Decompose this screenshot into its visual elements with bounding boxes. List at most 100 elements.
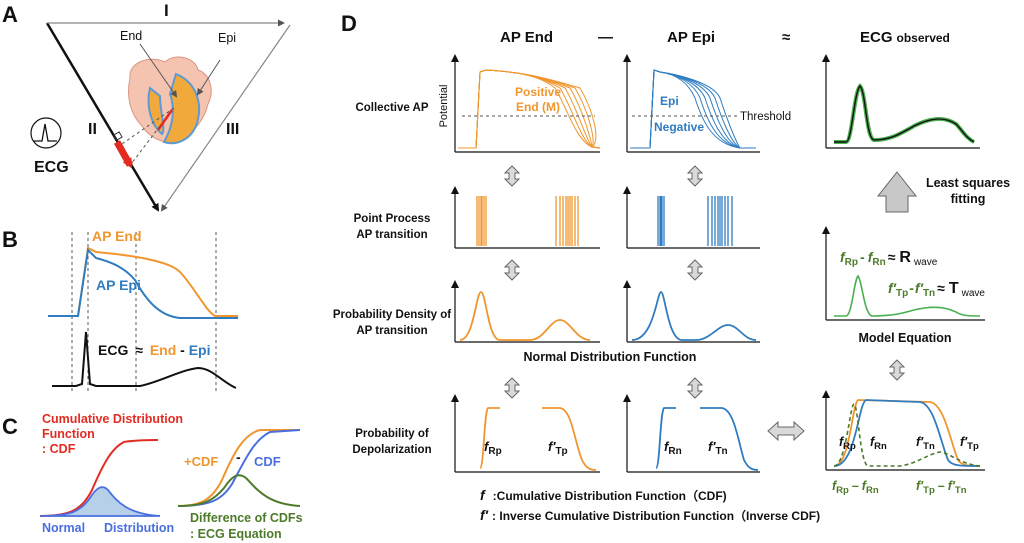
r-eq-minus: - bbox=[860, 249, 865, 265]
collective-ap-end-plot: Potential Positive End (M) bbox=[438, 54, 601, 153]
f-rn-sub: Rn bbox=[668, 446, 681, 457]
f-rp-symbol: f bbox=[484, 439, 490, 454]
legend-inverse-cdf-text: : Inverse Cumulative Distribution Functi… bbox=[492, 508, 820, 523]
double-arrow-icon bbox=[504, 165, 520, 187]
epi-ap-bundle bbox=[630, 69, 756, 149]
point-process-epi-plot bbox=[623, 186, 760, 249]
end-label: End bbox=[120, 29, 142, 43]
col-header-minus: — bbox=[598, 29, 613, 46]
combo-f-tp-symbol: f′ bbox=[960, 435, 968, 449]
epi-pdf-curve bbox=[631, 291, 757, 341]
ecg-eq-epi: Epi bbox=[189, 342, 211, 358]
combo-f-rp-symbol: f bbox=[839, 435, 845, 449]
combo-f-rn: fRn bbox=[870, 435, 887, 452]
col-header-ecg-text: ECG bbox=[860, 29, 893, 46]
col-header-end: AP End bbox=[500, 29, 553, 46]
bottom-diff-t-minus: – bbox=[938, 479, 945, 493]
t-eq-wave: wave bbox=[961, 288, 986, 299]
combo-f-tn: f′Tn bbox=[916, 435, 935, 452]
t-eq-s2: Tn bbox=[923, 288, 935, 299]
ecg-label: ECG bbox=[34, 159, 69, 176]
point-process-end-plot bbox=[451, 186, 600, 249]
bottom-diff-r-f2: f bbox=[862, 479, 868, 493]
end-cdf-curve bbox=[479, 407, 500, 469]
end-pointer bbox=[139, 43, 178, 98]
lead-ii-label: II bbox=[88, 121, 97, 138]
epi-pointer bbox=[196, 59, 221, 96]
panel-letter-d: D bbox=[341, 11, 357, 36]
r-eq-f2: f bbox=[868, 249, 874, 265]
double-arrow-icon bbox=[687, 259, 703, 281]
horizontal-double-arrow-icon bbox=[767, 420, 805, 442]
legend-inverse-cdf-symbol: f′ bbox=[480, 507, 489, 523]
lead-iii-label: III bbox=[226, 121, 239, 138]
normal-label: Normal bbox=[42, 521, 85, 535]
bottom-diff-r: fRp–fRn bbox=[832, 479, 879, 496]
ecg-eq-end: End bbox=[150, 342, 176, 358]
heart-icon bbox=[128, 56, 212, 145]
legend-cdf-text: :Cumulative Distribution Function（CDF) bbox=[493, 488, 727, 503]
epi-label: Epi bbox=[660, 94, 679, 108]
bottom-diff-t-s1: Tp bbox=[923, 485, 935, 496]
epi-inverse-cdf-curve bbox=[700, 407, 759, 471]
ap-end-label: AP End bbox=[92, 228, 142, 244]
row-label-collective-ap: Collective AP bbox=[355, 102, 428, 114]
model-positive-curve bbox=[833, 399, 981, 467]
lead-iii-axis bbox=[160, 24, 291, 212]
negative-label: Negative bbox=[654, 120, 704, 134]
combo-f-rp-sub: Rp bbox=[843, 441, 856, 452]
combo-f-tn-symbol: f′ bbox=[916, 435, 924, 449]
model-difference-curve bbox=[833, 403, 981, 467]
bottom-diff-r-s2: Rn bbox=[866, 485, 879, 496]
panel-c: C Cumulative Distribution Function : CDF… bbox=[2, 412, 303, 541]
model-curve bbox=[834, 274, 981, 317]
normal-distribution-label: Normal Distribution Function bbox=[524, 350, 697, 364]
ecg-icon-wave bbox=[34, 123, 57, 142]
combo-f-rn-symbol: f bbox=[870, 435, 876, 449]
double-arrow-icon bbox=[504, 259, 520, 281]
ecg-fit-curve bbox=[834, 83, 975, 144]
double-arrow-icon bbox=[889, 359, 905, 381]
model-equation-label: Model Equation bbox=[858, 331, 951, 345]
pdf-epi-plot bbox=[623, 280, 760, 343]
row-label-prob-density-2: AP transition bbox=[356, 325, 427, 337]
panel-a: A I II III End Epi ECG bbox=[2, 1, 291, 212]
panel-b: B AP End AP Epi ECG ≈ End - Epi bbox=[2, 227, 238, 392]
panel-letter-b: B bbox=[2, 227, 18, 252]
f-tn-symbol: f′ bbox=[708, 439, 716, 454]
least-squares-label-1: Least squares bbox=[926, 176, 1010, 190]
end-ap-trace bbox=[458, 69, 601, 149]
ap-epi-label: AP Epi bbox=[96, 277, 141, 293]
end-spike-train bbox=[476, 196, 579, 246]
end-m-label: End (M) bbox=[516, 100, 560, 114]
cdf-curve bbox=[39, 439, 159, 517]
epi-label: Epi bbox=[218, 31, 236, 45]
difference-curve bbox=[177, 474, 301, 507]
depol-epi-plot: fRn f′Tn bbox=[623, 394, 760, 473]
up-arrow-icon bbox=[876, 171, 918, 213]
double-arrow-icon bbox=[504, 377, 520, 399]
bottom-diff-t-f2: f′ bbox=[948, 479, 956, 493]
end-pdf-curve bbox=[459, 291, 591, 341]
end-inverse-cdf-curve bbox=[542, 407, 597, 471]
bottom-diff-r-f1: f bbox=[832, 479, 838, 493]
cdf-label-1: Cumulative Distribution bbox=[42, 412, 183, 426]
ecg-observed-plot bbox=[822, 54, 980, 149]
legend-inverse-cdf: f′: Inverse Cumulative Distribution Func… bbox=[480, 507, 820, 523]
depol-end-plot: fRp f′Tp bbox=[451, 394, 600, 473]
epi-ap-trace bbox=[630, 69, 756, 149]
bottom-diff-t: f′Tp–f′Tn bbox=[916, 479, 967, 496]
f-tn-sub: Tn bbox=[715, 446, 727, 457]
t-eq-t: T bbox=[949, 280, 959, 297]
cdf-label-2: Function bbox=[42, 427, 95, 441]
combo-f-rn-sub: Rn bbox=[874, 441, 887, 452]
t-eq-approx: ≈ bbox=[937, 280, 945, 296]
f-tp-label: f′Tp bbox=[548, 439, 568, 457]
least-squares-label-2: fitting bbox=[951, 192, 986, 206]
bottom-diff-r-s1: Rp bbox=[836, 485, 849, 496]
ecg-eq: ECG ≈ End - Epi bbox=[98, 342, 211, 358]
r-eq-f1: f bbox=[840, 249, 846, 265]
